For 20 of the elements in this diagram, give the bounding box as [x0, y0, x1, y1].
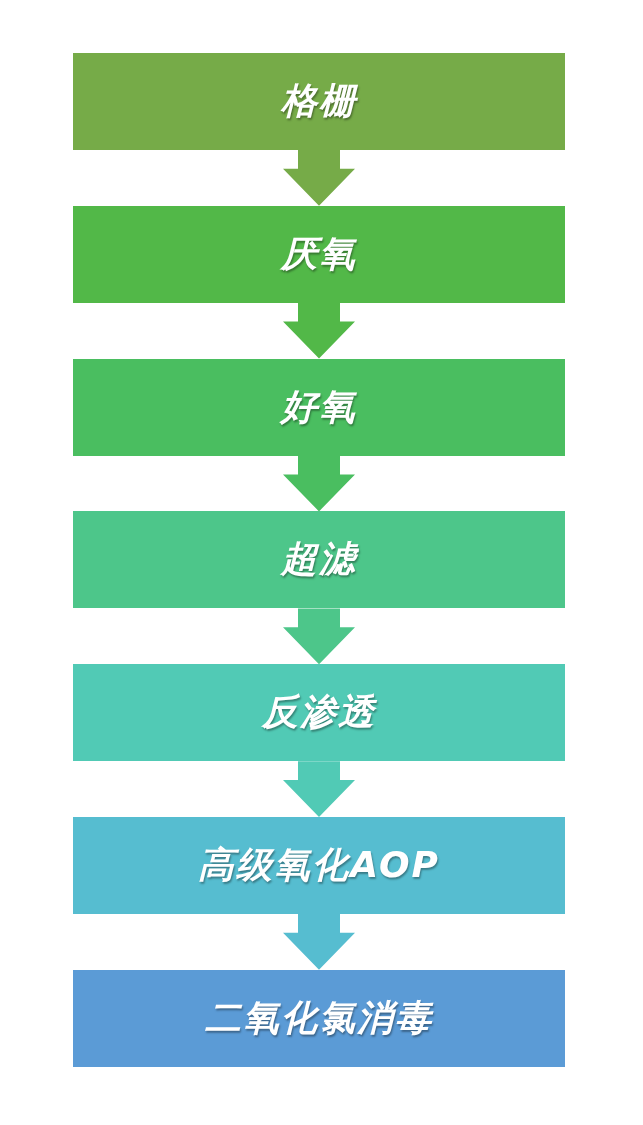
process-box	[73, 817, 565, 914]
step-label: 好氧	[281, 384, 357, 429]
step-label: 超滤	[281, 537, 357, 582]
step-label: 格栅	[281, 79, 357, 123]
process-box	[73, 664, 565, 762]
arrow	[283, 608, 355, 665]
process-box	[73, 205, 565, 303]
process-box	[73, 969, 565, 1067]
arrow	[283, 455, 355, 512]
arrow	[283, 302, 355, 359]
process-box	[73, 511, 565, 609]
step-label: 厌氧	[281, 231, 357, 276]
step-label: 高级氧化AOP	[198, 843, 440, 887]
arrow	[283, 150, 355, 206]
step-label: 二氧化氯消毒	[205, 995, 433, 1040]
process-box	[73, 53, 565, 150]
arrow	[283, 761, 355, 817]
arrow	[283, 914, 355, 970]
process-box	[73, 358, 565, 456]
step-label: 反渗透	[262, 690, 376, 735]
